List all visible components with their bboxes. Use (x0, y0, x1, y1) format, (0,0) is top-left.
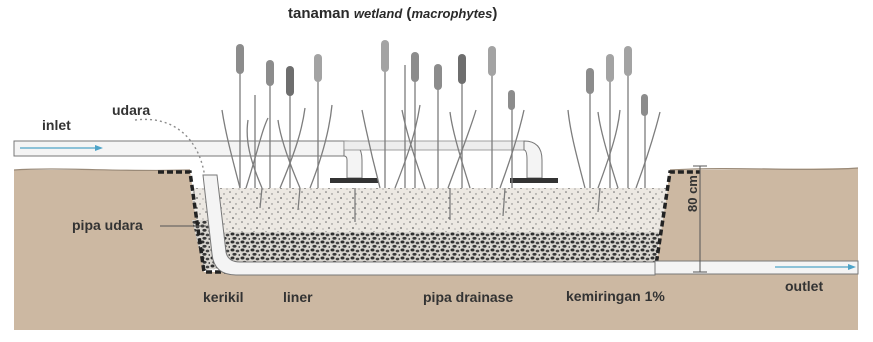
cattail-heads (236, 40, 648, 116)
title-italic-1: wetland (354, 6, 402, 21)
title-italic-2: macrophytes (411, 6, 492, 21)
diagram-title: tanaman wetland (macrophytes) (288, 6, 497, 21)
label-kerikil: kerikil (203, 290, 243, 304)
label-inlet: inlet (42, 118, 71, 132)
outlet-pipe (655, 261, 858, 274)
title-prefix: tanaman (288, 5, 354, 22)
label-liner: liner (283, 290, 313, 304)
label-udara: udara (112, 103, 150, 117)
label-pipa-drainase: pipa drainase (423, 290, 513, 304)
label-outlet: outlet (785, 279, 823, 293)
label-kemiringan: kemiringan 1% (566, 289, 665, 303)
label-depth-80cm: 80 cm (686, 175, 699, 212)
label-pipa-udara: pipa udara (72, 218, 143, 232)
title-suffix: ) (492, 5, 497, 22)
